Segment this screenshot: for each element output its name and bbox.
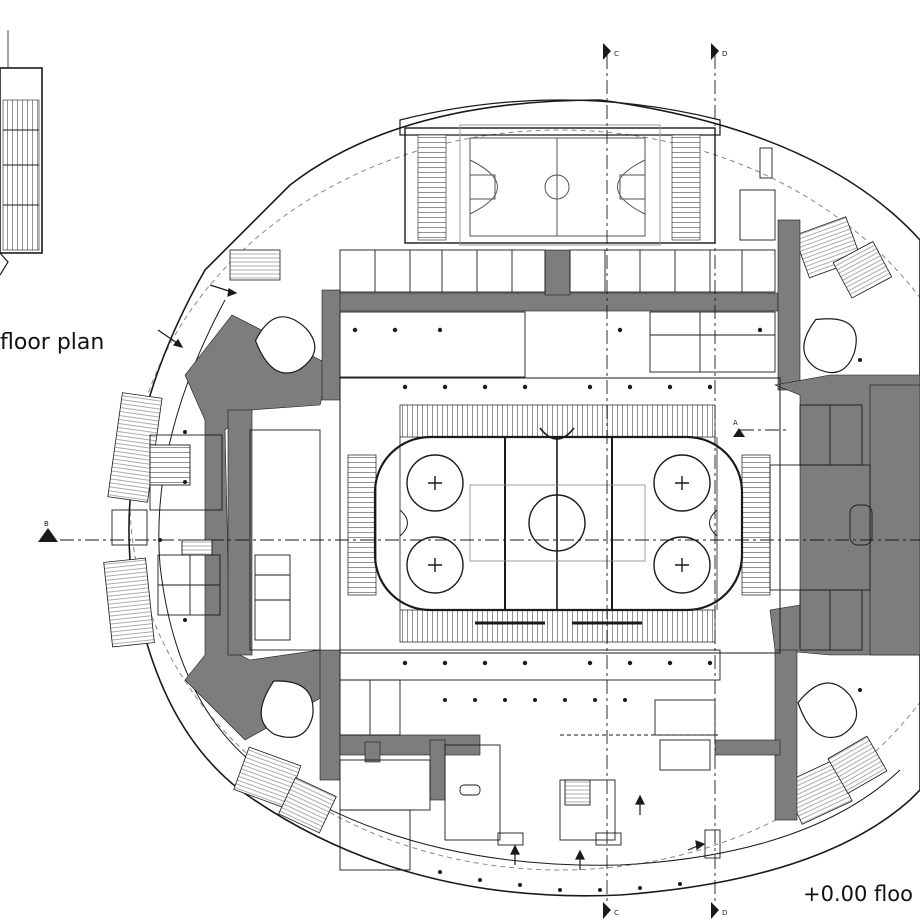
top-locker-rooms [339, 249, 776, 378]
ice-rink [373, 427, 744, 625]
stair-cores [254, 316, 858, 738]
section-a-label: A [733, 419, 738, 427]
left-wing-rooms [111, 429, 321, 651]
practice-court-hall [399, 99, 721, 246]
section-markers [38, 43, 745, 919]
section-d-bottom-label: D [722, 909, 727, 917]
upper-floor-inset [0, 30, 43, 276]
upper-floor-plan-title: floor plan [0, 330, 105, 355]
bottom-service-rooms [339, 649, 721, 871]
main-corridor-walls [184, 219, 920, 821]
right-wing-rooms [739, 147, 873, 651]
section-d-top-label: D [722, 50, 727, 58]
section-c-bottom-label: C [614, 909, 619, 917]
ground-floor-plan-title: +0.00 floo [803, 882, 913, 906]
structural-columns [158, 327, 862, 892]
faceoff-dots [428, 476, 689, 572]
section-lines [60, 55, 920, 905]
entrance-arrows [157, 284, 706, 870]
perimeter-stairs [103, 216, 893, 834]
section-c-top-label: C [614, 50, 619, 58]
section-b-label: B [44, 520, 49, 528]
arena-seating [339, 377, 781, 654]
